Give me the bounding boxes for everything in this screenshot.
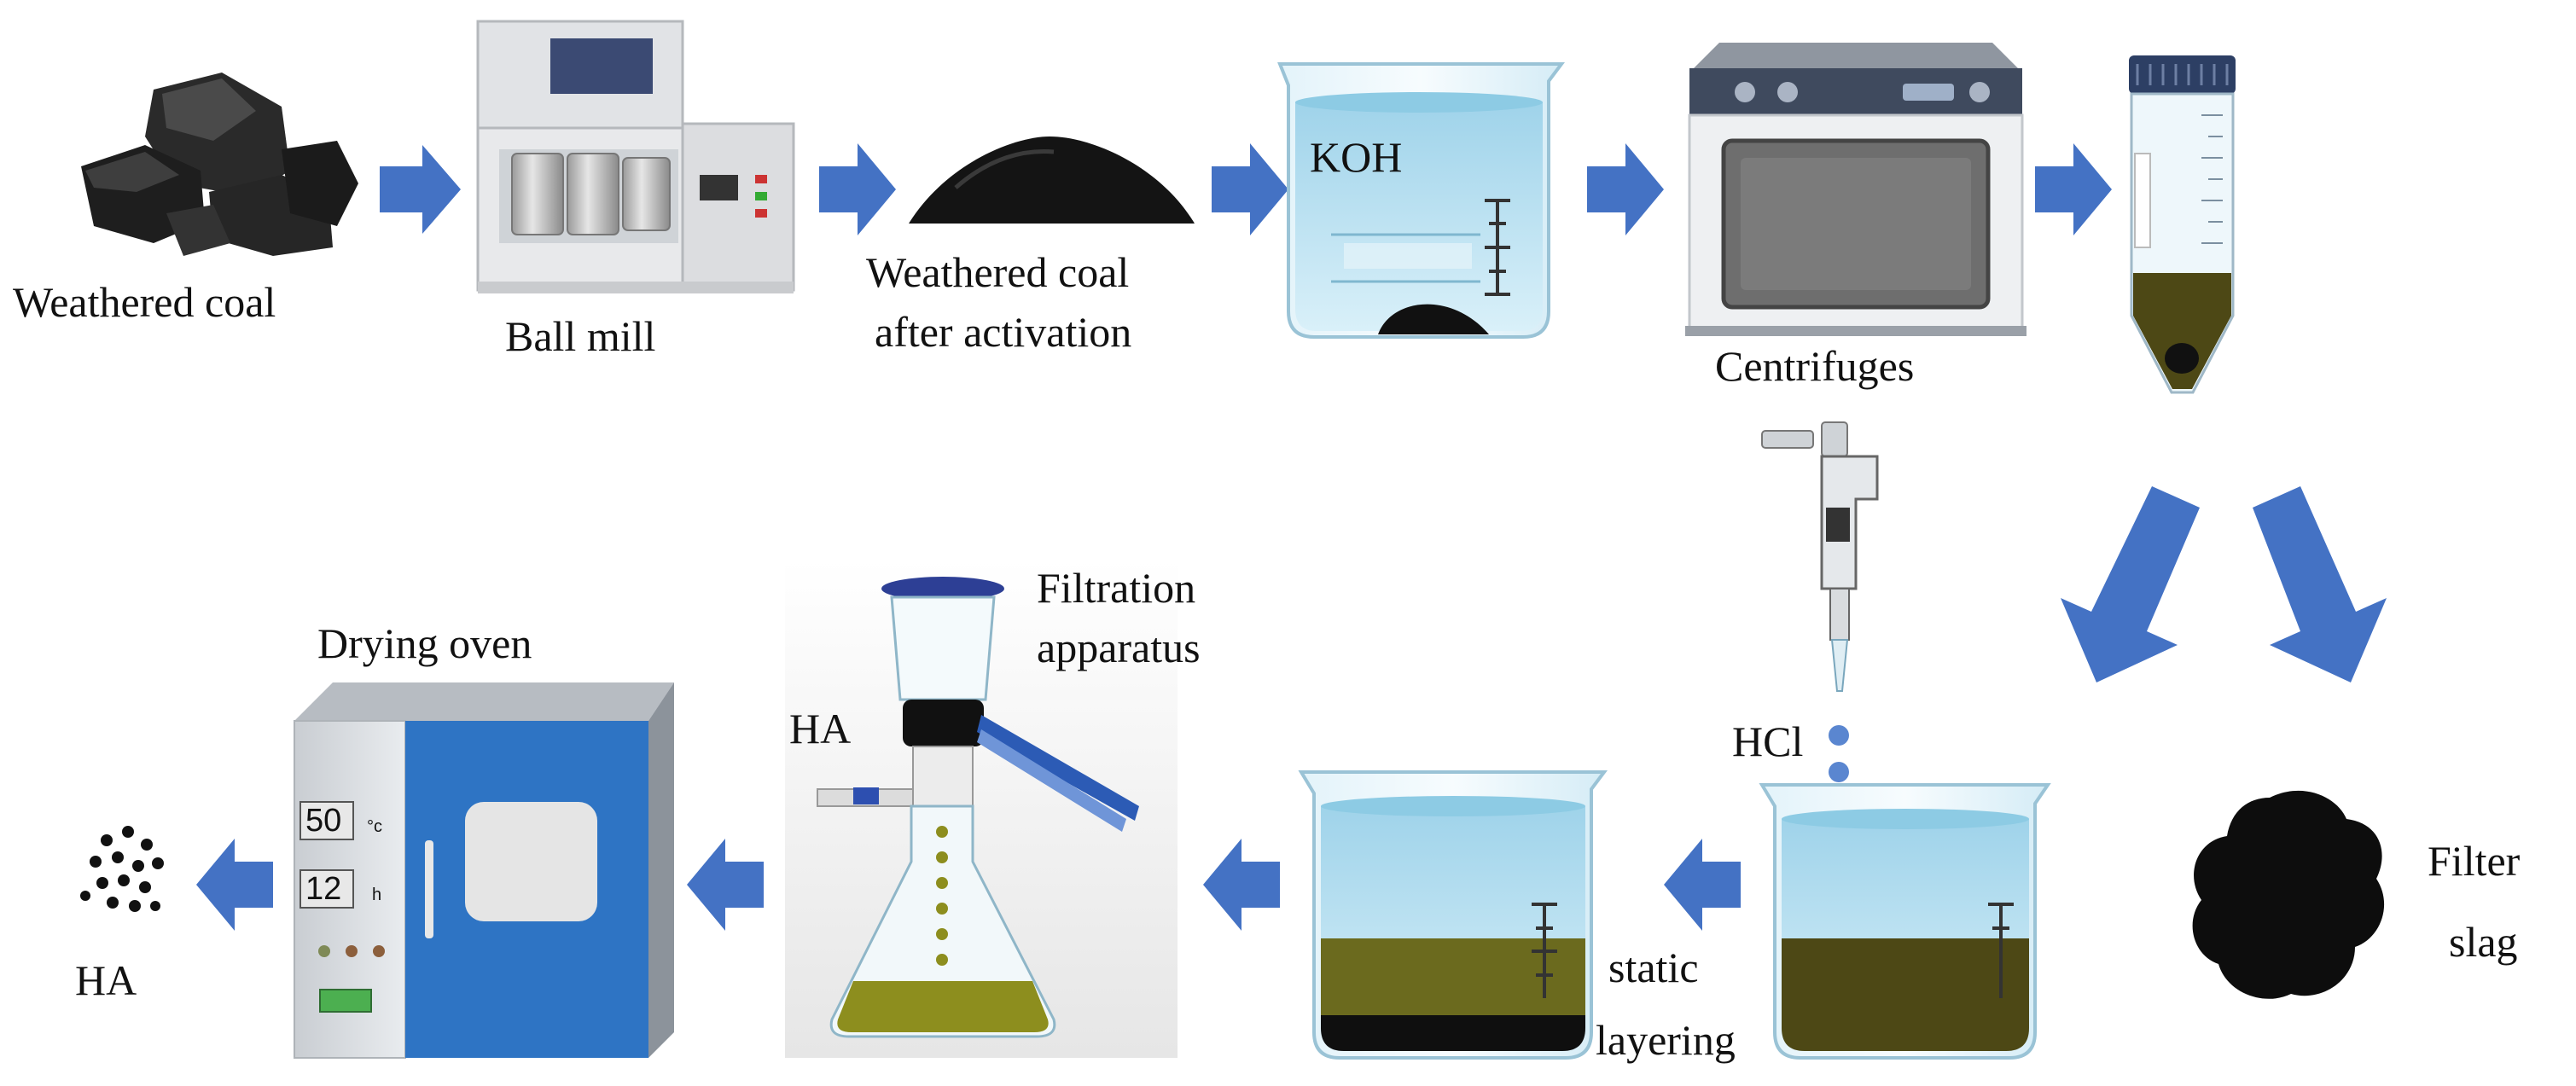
arrow-left-icon bbox=[687, 839, 764, 931]
label-ball-mill: Ball mill bbox=[505, 312, 656, 360]
arrow-left-icon bbox=[196, 839, 273, 931]
label-filter-slag-2: slag bbox=[2449, 918, 2518, 966]
ball-mill-icon bbox=[476, 20, 795, 293]
label-static: static bbox=[1608, 944, 1699, 991]
weathered-coal-icon bbox=[81, 73, 358, 256]
arrow-left-icon bbox=[1664, 839, 1741, 931]
drying-oven-icon bbox=[294, 682, 674, 1059]
oven-time-unit: h bbox=[372, 886, 382, 904]
label-weathered-coal: Weathered coal bbox=[13, 278, 276, 326]
label-centrifuges: Centrifuges bbox=[1715, 342, 1915, 390]
arrow-right-icon bbox=[1587, 143, 1664, 235]
pipette-icon bbox=[1761, 421, 1879, 692]
oven-temp-value: 50 bbox=[305, 803, 342, 839]
label-filtration-2: apparatus bbox=[1037, 624, 1201, 671]
label-coal-activated-1: Weathered coal bbox=[866, 248, 1130, 296]
label-final-ha: HA bbox=[75, 956, 137, 1004]
label-hcl: HCl bbox=[1732, 717, 1804, 765]
ha-particles-icon bbox=[80, 826, 164, 912]
arrow-down-left-icon bbox=[2061, 486, 2200, 682]
layering-beaker-icon bbox=[1298, 770, 1608, 1060]
label-coal-activated-2: after activation bbox=[875, 308, 1132, 356]
coal-powder-icon bbox=[909, 136, 1195, 224]
arrow-down-right-icon bbox=[2253, 486, 2387, 682]
label-filtration-1: Filtration bbox=[1037, 564, 1196, 612]
arrow-right-icon bbox=[2035, 143, 2112, 235]
filtration-apparatus-icon bbox=[785, 559, 1178, 1058]
label-layering: layering bbox=[1596, 1016, 1736, 1064]
arrow-left-icon bbox=[1203, 839, 1280, 931]
koh-beaker-icon bbox=[1277, 62, 1565, 339]
hcl-beaker-icon bbox=[1759, 783, 2051, 1060]
oven-temp-unit: °c bbox=[367, 817, 382, 836]
label-drying-oven: Drying oven bbox=[317, 619, 532, 667]
filter-slag-icon bbox=[2192, 790, 2385, 999]
arrow-right-icon bbox=[380, 145, 461, 234]
oven-time-value: 12 bbox=[305, 871, 342, 907]
label-filtration-ha: HA bbox=[789, 705, 852, 752]
arrow-right-icon bbox=[1212, 143, 1288, 235]
centrifuge-icon bbox=[1685, 43, 2026, 336]
label-filter-slag-1: Filter bbox=[2428, 837, 2521, 885]
centrifuge-tube-icon bbox=[2129, 55, 2236, 394]
label-koh: KOH bbox=[1310, 133, 1403, 181]
arrow-right-icon bbox=[819, 143, 896, 235]
